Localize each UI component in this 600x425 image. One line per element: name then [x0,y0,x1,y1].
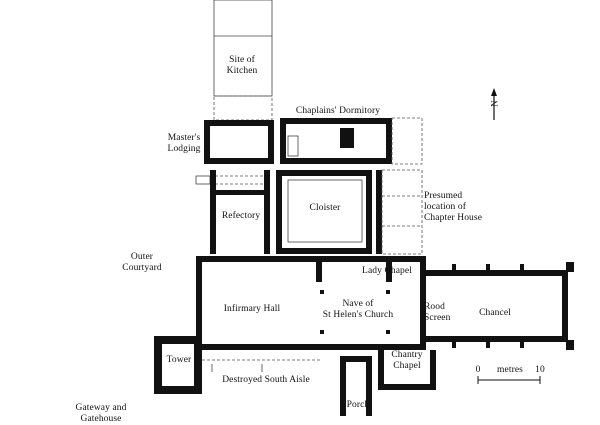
label-outer-courtyard: Outer Courtyard [122,252,162,273]
cloister-walls [276,170,372,254]
refectory-walls [210,170,270,254]
chaplains-dormitory-walls [280,118,392,164]
chancel-walls [426,262,574,350]
porch-walls [340,356,372,416]
label-site-of-kitchen: Site of Kitchen [226,55,258,76]
west-passage [195,175,270,185]
label-cloister: Cloister [309,203,341,213]
main-hall-walls [196,256,426,350]
scale-bar [477,376,541,384]
label-infirmary-hall: Infirmary Hall [223,304,281,314]
scale-start-label: 0 [475,365,481,375]
label-gateway: Gateway and Gatehouse [75,403,127,424]
label-lady-chapel: Lady Chapel [362,266,412,276]
label-nave: Nave of St Helen's Church [322,299,394,320]
label-rood-screen: Rood Screen [424,302,451,323]
tower-walls [154,336,202,394]
chantry-chapel-walls [378,350,436,390]
chapter-house-outline [376,169,423,255]
dormitory-extension [391,117,423,165]
north-label: N [489,100,500,107]
label-chantry-chapel: Chantry Chapel [391,350,423,371]
north-arrow [491,88,497,120]
label-porch: Porch [346,400,370,410]
label-tower: Tower [166,355,192,365]
label-chancel: Chancel [479,308,511,318]
label-chaplains-dormitory: Chaplains' Dormitory [295,106,381,116]
label-masters-lodging: Master's Lodging [167,133,201,154]
label-presumed-chapter-house: Presumed location of Chapter House [424,191,483,223]
label-destroyed-south-aisle: Destroyed South Aisle [222,375,310,385]
label-refectory: Refectory [221,211,261,221]
scale-unit-label: metres [497,365,523,375]
scale-end-label: 10 [535,365,545,375]
south-aisle-outline [202,359,322,372]
masters-lodging-walls [204,120,274,164]
